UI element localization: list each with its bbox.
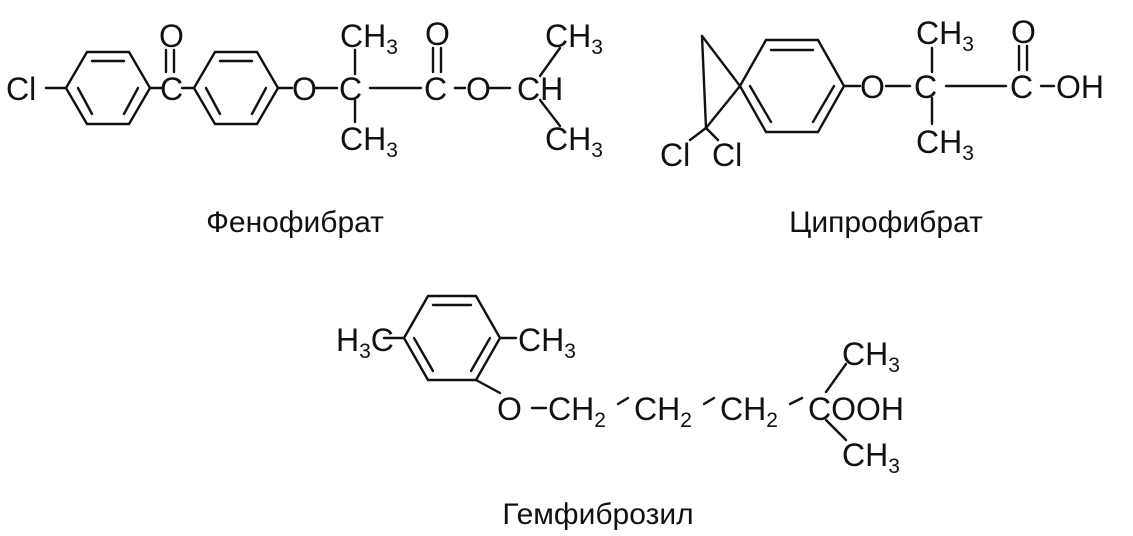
fenofibrate-structure: Cl O C O C CH3 CH3 O C O CH CH3 CH3 Фено… [6,16,603,239]
fenofibrate-carbonyl-carbon: C [424,71,447,107]
fenofibrate-keto-oxygen: O [159,18,184,54]
ciprofibrate-hydroxyl: OH [1056,69,1104,105]
ciprofibrate-quaternary-carbon: C [914,69,937,105]
gemfibrozil-methylene-2: CH2 [634,391,692,432]
fenofibrate-keto-carbon: C [160,71,183,107]
gemfibrozil-methylene-1: CH2 [548,391,606,432]
ciprofibrate-structure: Cl Cl O C CH3 CH3 O C OH Ципрофибрат [660,14,1104,239]
ciprofibrate-cl-atom-left: Cl [660,137,690,173]
fenofibrate-name: Фенофибрат [206,206,384,239]
fenofibrate-isopropyl-ch: CH [517,71,563,107]
fenofibrate-methyl-top: CH3 [340,18,398,59]
gemfibrozil-methylene-3: CH2 [720,391,778,432]
fenofibrate-methyl-bottom: CH3 [340,121,398,162]
ciprofibrate-carbonyl-oxygen: O [1011,14,1036,50]
ciprofibrate-cl-atom-right: Cl [712,137,742,173]
fenofibrate-isopropyl-methyl-bottom: CH3 [545,121,603,162]
gemfibrozil-ether-oxygen: O [497,391,522,427]
ciprofibrate-ether-oxygen: O [860,69,885,105]
ciprofibrate-acid-carbon: C [1010,69,1033,105]
fenofibrate-carbonyl-oxygen: O [425,16,450,52]
gemfibrozil-bonds [382,294,848,442]
gemfibrozil-carboxyl-group: COOH [808,391,904,427]
gemfibrozil-methyl-bottom: CH3 [842,437,900,478]
fenofibrate-ester-oxygen: O [466,71,491,107]
ciprofibrate-methyl-bottom: CH3 [916,124,974,165]
ciprofibrate-bonds [688,34,1056,142]
fenofibrate-quaternary-carbon: C [339,71,362,107]
gemfibrozil-methyl-left: H3C [336,322,394,363]
fenofibrate-ether-oxygen: O [292,71,317,107]
ciprofibrate-name: Ципрофибрат [789,206,983,239]
fenofibrate-bonds [44,46,562,128]
ciprofibrate-methyl-top: CH3 [916,15,974,56]
fenofibrate-cl-atom: Cl [6,71,36,107]
gemfibrozil-methyl-top: CH3 [842,336,900,377]
fenofibrate-isopropyl-methyl-top: CH3 [545,18,603,59]
gemfibrozil-methyl-right: CH3 [518,322,576,363]
gemfibrozil-name: Гемфиброзил [502,498,693,531]
gemfibrozil-structure: H3C CH3 O CH2 CH2 CH2 COOH CH3 CH3 Гемфи… [336,294,904,531]
